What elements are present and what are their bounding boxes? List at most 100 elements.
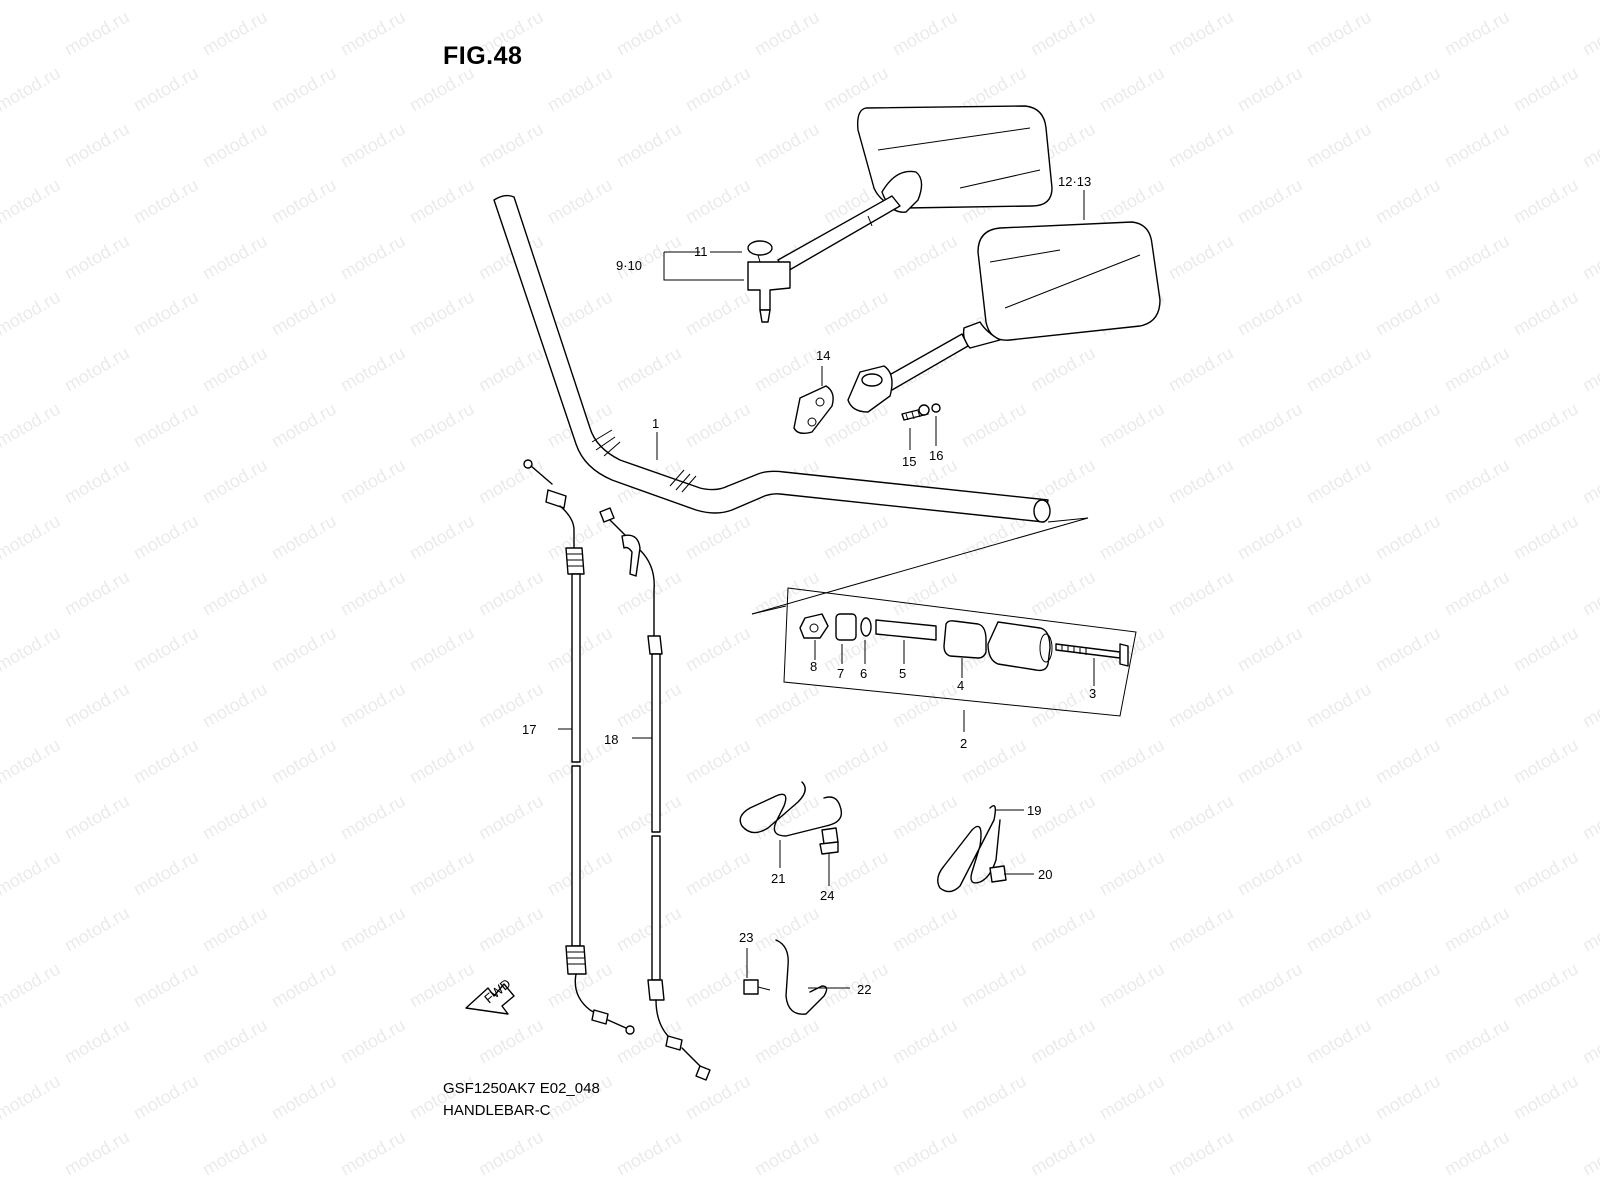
watermark-text: motod.ru	[1303, 903, 1375, 956]
watermark-text: motod.ru	[0, 399, 64, 452]
watermark-text: motod.ru	[1165, 903, 1237, 956]
watermark-text: motod.ru	[1510, 175, 1582, 228]
callout-1: 1	[652, 416, 659, 431]
watermark-text: motod.ru	[406, 63, 478, 116]
watermark-text: motod.ru	[130, 623, 202, 676]
watermark-text: motod.ru	[1441, 567, 1513, 620]
callout-22: 22	[857, 982, 871, 997]
watermark-text: motod.ru	[1441, 7, 1513, 60]
watermark-text: motod.ru	[1027, 1015, 1099, 1068]
watermark-text: motod.ru	[337, 679, 409, 732]
watermark-text: motod.ru	[61, 679, 133, 732]
callout-6: 6	[860, 666, 867, 681]
watermark-text: motod.ru	[751, 1127, 823, 1180]
watermark-text: motod.ru	[1510, 623, 1582, 676]
watermark-text: motod.ru	[1165, 1127, 1237, 1180]
watermark-text: motod.ru	[0, 175, 64, 228]
watermark-text: motod.ru	[1579, 567, 1600, 620]
watermark-text: motod.ru	[1165, 567, 1237, 620]
watermark-text: motod.ru	[1096, 399, 1168, 452]
watermark-text: motod.ru	[475, 567, 547, 620]
cable-clamps	[739, 781, 1007, 1015]
watermark-text: motod.ru	[820, 287, 892, 340]
watermark-text: motod.ru	[1372, 63, 1444, 116]
watermark-text: motod.ru	[337, 231, 409, 284]
watermark-text: motod.ru	[889, 903, 961, 956]
watermark-text: motod.ru	[0, 847, 64, 900]
watermark-text: motod.ru	[1579, 343, 1600, 396]
callout-16: 16	[929, 448, 943, 463]
watermark-text: motod.ru	[61, 231, 133, 284]
watermark-text: motod.ru	[475, 1127, 547, 1180]
watermark-text: motod.ru	[1165, 7, 1237, 60]
watermark-text: motod.ru	[130, 287, 202, 340]
watermark-text: motod.ru	[1372, 175, 1444, 228]
watermark-text: motod.ru	[1441, 455, 1513, 508]
watermark-text: motod.ru	[337, 119, 409, 172]
watermark-text: motod.ru	[1441, 119, 1513, 172]
watermark-text: motod.ru	[1579, 903, 1600, 956]
throttle-cable-17	[523, 459, 635, 1035]
watermark-text: motod.ru	[406, 847, 478, 900]
watermark-text: motod.ru	[268, 847, 340, 900]
watermark-text: motod.ru	[1303, 455, 1375, 508]
watermark-text: motod.ru	[544, 1071, 616, 1124]
watermark-text: motod.ru	[61, 567, 133, 620]
watermark-text: motod.ru	[475, 791, 547, 844]
watermark-text: motod.ru	[337, 1127, 409, 1180]
watermark-text: motod.ru	[682, 63, 754, 116]
callout-8: 8	[810, 659, 817, 674]
watermark-text: motod.ru	[751, 903, 823, 956]
watermark-text: motod.ru	[1579, 791, 1600, 844]
watermark-text: motod.ru	[1579, 119, 1600, 172]
watermark-text: motod.ru	[1372, 735, 1444, 788]
watermark-text: motod.ru	[958, 735, 1030, 788]
watermark-text: motod.ru	[751, 7, 823, 60]
watermark-text: motod.ru	[613, 343, 685, 396]
callout-21: 21	[771, 871, 785, 886]
watermark-text: motod.ru	[1165, 1015, 1237, 1068]
watermark-text: motod.ru	[61, 7, 133, 60]
watermark-text: motod.ru	[0, 1071, 64, 1124]
watermark-text: motod.ru	[1372, 399, 1444, 452]
watermark-text: motod.ru	[1372, 1071, 1444, 1124]
watermark-text: motod.ru	[889, 791, 961, 844]
watermark-text: motod.ru	[0, 0, 64, 3]
watermark-text: motod.ru	[682, 175, 754, 228]
handlebar	[493, 194, 1051, 523]
callout-2: 2	[960, 736, 967, 751]
watermark-text: motod.ru	[1165, 119, 1237, 172]
watermark-text: motod.ru	[1510, 0, 1582, 3]
watermark-text: motod.ru	[1096, 847, 1168, 900]
watermark-text: motod.ru	[1510, 63, 1582, 116]
watermark-text: motod.ru	[199, 791, 271, 844]
watermark-text: motod.ru	[1303, 7, 1375, 60]
callout-23: 23	[739, 930, 753, 945]
watermark-text: motod.ru	[1510, 287, 1582, 340]
watermark-text: motod.ru	[268, 959, 340, 1012]
watermark-text: motod.ru	[199, 231, 271, 284]
watermark-text: motod.ru	[820, 0, 892, 3]
watermark-text: motod.ru	[889, 231, 961, 284]
watermark-text: motod.ru	[1510, 847, 1582, 900]
watermark-text: motod.ru	[0, 63, 64, 116]
watermark-text: motod.ru	[1372, 847, 1444, 900]
watermark-text: motod.ru	[130, 175, 202, 228]
watermark-text: motod.ru	[0, 287, 64, 340]
watermark-text: motod.ru	[958, 1071, 1030, 1124]
throttle-cable-18	[599, 507, 711, 1081]
watermark-text: motod.ru	[613, 903, 685, 956]
watermark-text: motod.ru	[130, 63, 202, 116]
watermark-text: motod.ru	[1027, 1127, 1099, 1180]
callout-labels: 1 2 3 4 5 6 7 8 9·10 11 12·13 14 15 16 1…	[522, 174, 1096, 997]
callout-14: 14	[816, 348, 830, 363]
callout-15: 15	[902, 454, 916, 469]
watermark-text: motod.ru	[820, 511, 892, 564]
watermark-text: motod.ru	[682, 399, 754, 452]
watermark-text: motod.ru	[1096, 511, 1168, 564]
watermark-text: motod.ru	[1096, 959, 1168, 1012]
watermark-text: motod.ru	[1303, 1127, 1375, 1180]
watermark-text: motod.ru	[1096, 0, 1168, 3]
watermark-text: motod.ru	[337, 567, 409, 620]
